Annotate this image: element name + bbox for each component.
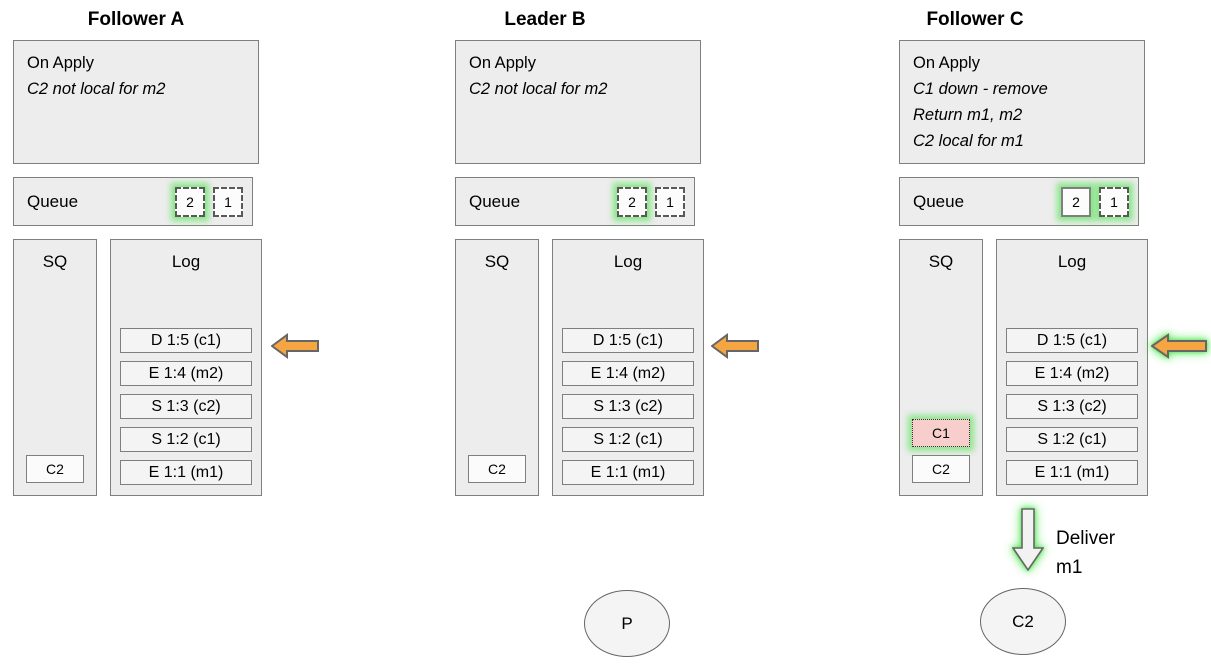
log-label: Log [171, 252, 201, 271]
node-follower-c: Follower C On Apply C1 down - remove Ret… [899, 8, 1148, 496]
log-entry: S 1:2 (c1) [562, 427, 694, 452]
queue-item-2: 2 [617, 186, 647, 217]
queue-item-label: 2 [628, 193, 636, 210]
sq-items: C2 [26, 455, 84, 483]
on-apply-heading: On Apply [469, 54, 536, 72]
apply-pointer-arrow-icon [1151, 333, 1207, 359]
log-entry: E 1:4 (m2) [120, 361, 252, 386]
log-box: Log D 1:5 (c1) E 1:4 (m2) S 1:3 (c2) S 1… [996, 239, 1148, 496]
log-label: Log [1057, 252, 1087, 271]
queue-label: Queue [469, 191, 521, 211]
queue-item-label: 1 [1110, 193, 1118, 210]
on-apply-box: On Apply C2 not local for m2 [455, 40, 701, 164]
log-entry: D 1:5 (c1) [120, 328, 252, 353]
queue-item-2: 2 [1061, 186, 1091, 217]
sq-item-label: C2 [488, 461, 506, 477]
storage-row: SQ C1 C2 Log D 1:5 (c1) E 1:4 (m2) S 1:3… [899, 239, 1148, 496]
queue-box: Queue 2 1 [455, 177, 695, 226]
storage-row: SQ C2 Log D 1:5 (c1) E 1:4 (m2) S 1:3 (c… [455, 239, 704, 496]
sq-item-label: C2 [46, 461, 64, 477]
deliver-label: Deliver m1 [1056, 524, 1115, 582]
node-title: Leader B [504, 9, 586, 30]
queue-box: Queue 2 1 [899, 177, 1139, 226]
log-entry: E 1:1 (m1) [562, 460, 694, 485]
on-apply-note: C2 not local for m2 [27, 80, 166, 98]
log-entry: E 1:4 (m2) [562, 361, 694, 386]
queue-item-2: 2 [175, 186, 205, 217]
sq-item-c2: C2 [26, 455, 84, 483]
sq-box: SQ C2 [455, 239, 539, 496]
sq-box: SQ C1 C2 [899, 239, 983, 496]
queue-label: Queue [27, 191, 79, 211]
queue-item-label: 2 [1072, 193, 1080, 210]
queue-items: 2 1 [1061, 186, 1129, 217]
log-entry: S 1:3 (c2) [562, 394, 694, 419]
sq-label: SQ [928, 252, 954, 271]
queue-item-label: 2 [186, 193, 194, 210]
on-apply-box: On Apply C1 down - remove Return m1, m2 … [899, 40, 1145, 164]
log-entries: D 1:5 (c1) E 1:4 (m2) S 1:3 (c2) S 1:2 (… [120, 328, 252, 485]
queue-item-1: 1 [213, 186, 243, 217]
log-entry: D 1:5 (c1) [562, 328, 694, 353]
queue-items: 2 1 [175, 186, 243, 217]
log-entry: E 1:4 (m2) [1006, 361, 1138, 386]
queue-label: Queue [913, 191, 965, 211]
log-entry: D 1:5 (c1) [1006, 328, 1138, 353]
storage-row: SQ C2 Log D 1:5 (c1) E 1:4 (m2) S 1:3 (c… [13, 239, 262, 496]
producer-label: P [621, 613, 633, 633]
node-leader-b: Leader B On Apply C2 not local for m2 Qu… [455, 8, 704, 496]
sq-item-c2: C2 [912, 455, 970, 483]
log-entries: D 1:5 (c1) E 1:4 (m2) S 1:3 (c2) S 1:2 (… [1006, 328, 1138, 485]
consumer-label: C2 [1012, 611, 1034, 631]
queue-item-1: 1 [1099, 186, 1129, 217]
log-box: Log D 1:5 (c1) E 1:4 (m2) S 1:3 (c2) S 1… [110, 239, 262, 496]
on-apply-heading: On Apply [913, 54, 980, 72]
sq-item-c2: C2 [468, 455, 526, 483]
on-apply-note: C2 local for m1 [913, 132, 1024, 150]
producer-p-ellipse: P [584, 590, 670, 657]
sq-box: SQ C2 [13, 239, 97, 496]
node-follower-a: Follower A On Apply C2 not local for m2 … [13, 8, 262, 496]
on-apply-heading: On Apply [27, 54, 94, 72]
log-entry: S 1:3 (c2) [120, 394, 252, 419]
queue-item-1: 1 [655, 186, 685, 217]
log-entry: S 1:3 (c2) [1006, 394, 1138, 419]
log-entry: E 1:1 (m1) [120, 460, 252, 485]
apply-pointer-arrow-icon [711, 333, 759, 359]
queue-item-label: 1 [666, 193, 674, 210]
log-entry: S 1:2 (c1) [120, 427, 252, 452]
sq-item-label: C2 [932, 461, 950, 477]
queue-items: 2 1 [617, 186, 685, 217]
log-box: Log D 1:5 (c1) E 1:4 (m2) S 1:3 (c2) S 1… [552, 239, 704, 496]
sq-items: C1 C2 [912, 419, 970, 483]
consumer-c2-ellipse: C2 [980, 588, 1066, 655]
node-title: Follower A [87, 9, 185, 30]
deliver-arrow-icon [1012, 508, 1044, 572]
sq-label: SQ [42, 252, 68, 271]
sq-items: C2 [468, 455, 526, 483]
apply-pointer-arrow-icon [271, 333, 319, 359]
log-entry: S 1:2 (c1) [1006, 427, 1138, 452]
queue-item-label: 1 [224, 193, 232, 210]
queue-box: Queue 2 1 [13, 177, 253, 226]
sq-label: SQ [484, 252, 510, 271]
on-apply-note: C2 not local for m2 [469, 80, 608, 98]
on-apply-note: Return m1, m2 [913, 106, 1023, 124]
sq-item-c1: C1 [912, 419, 970, 447]
log-entry: E 1:1 (m1) [1006, 460, 1138, 485]
log-label: Log [613, 252, 643, 271]
log-entries: D 1:5 (c1) E 1:4 (m2) S 1:3 (c2) S 1:2 (… [562, 328, 694, 485]
on-apply-box: On Apply C2 not local for m2 [13, 40, 259, 164]
sq-item-label: C1 [932, 425, 950, 441]
on-apply-note: C1 down - remove [913, 80, 1048, 98]
deliver-line-1: Deliver [1056, 528, 1116, 549]
deliver-line-2: m1 [1056, 557, 1083, 578]
node-title: Follower C [926, 9, 1024, 30]
